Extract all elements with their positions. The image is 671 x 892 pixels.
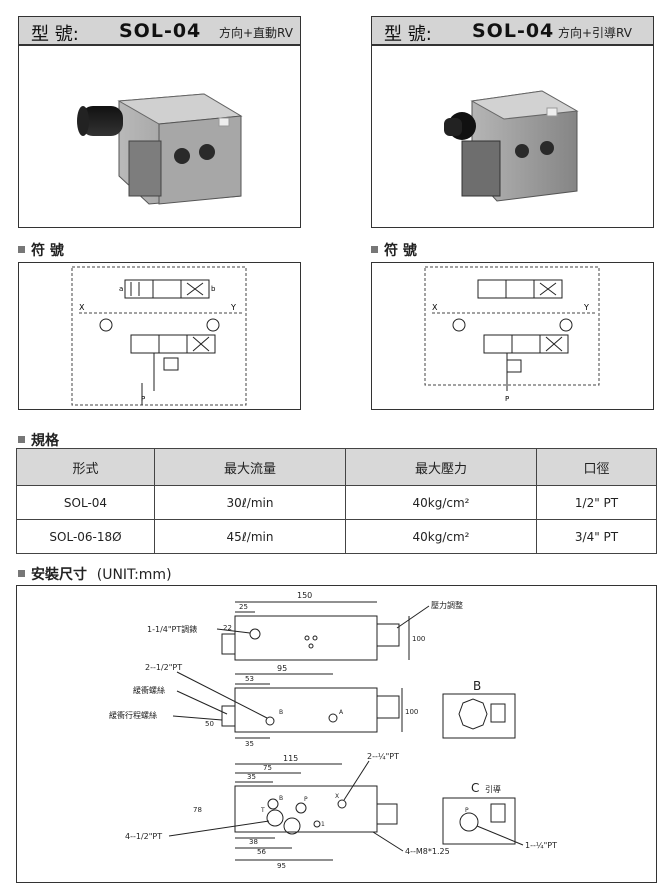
port-2-quarter-label: 2--¼"PT	[367, 752, 399, 761]
port-2-half-label: 2--1/2"PT	[145, 663, 182, 672]
port-p-label: P	[465, 807, 469, 814]
port-p-label: P	[505, 395, 509, 403]
bullet-square-icon	[18, 570, 25, 577]
cell-max-flow: 45ℓ/min	[154, 519, 346, 554]
dimension-drawing: 150 25 22 100 1-1/4"PT調錶 壓力調整 B A 95 53 …	[16, 585, 657, 883]
heading-text: 符 號	[31, 243, 64, 259]
port-x-label: X	[335, 793, 339, 800]
bullet-square-icon	[18, 436, 25, 443]
port-b-label: B	[279, 795, 283, 802]
dim-56: 56	[257, 848, 266, 856]
port-p-label: P	[304, 796, 308, 803]
dim-100-front: 100	[405, 708, 418, 716]
bullet-square-icon	[371, 246, 378, 253]
pressure-adjust-label: 壓力調整	[431, 600, 463, 610]
valve-photo-illustration	[77, 93, 243, 205]
bolt-spec-label: 4--M8*1.25	[405, 847, 450, 856]
hydraulic-circuit-diagram: a b X Y P	[71, 266, 247, 406]
view-c-label: C	[471, 781, 479, 795]
port-4-half-label: 4--1/2"PT	[125, 832, 162, 841]
unit-label: (UNIT:mm)	[96, 567, 172, 583]
type-label: 型 號:	[31, 24, 79, 45]
hydraulic-circuit-diagram: X Y P	[424, 266, 600, 403]
dim-25: 25	[239, 603, 248, 611]
dim-53: 53	[245, 675, 254, 683]
dim-35: 35	[245, 740, 254, 748]
port-b-label: B	[279, 709, 283, 716]
dim-95: 95	[277, 664, 287, 673]
dim-50: 50	[205, 720, 214, 728]
dim-38: 38	[249, 838, 258, 846]
port-x-label: X	[432, 303, 438, 312]
model-description: 方向+引導RV	[558, 26, 632, 40]
port-y-label: Y	[230, 303, 236, 312]
dimension-drawing-svg: 150 25 22 100 1-1/4"PT調錶 壓力調整 B A 95 53 …	[109, 591, 557, 870]
table-row: SOL-04 30ℓ/min 40kg/cm² 1/2" PT	[16, 485, 657, 520]
col-header-port-size: 口徑	[536, 448, 657, 486]
col-header-max-pressure: 最大壓力	[345, 448, 537, 486]
port-gauge-label: 1-1/4"PT調錶	[147, 624, 197, 634]
port-1-label: 1	[321, 821, 325, 828]
cell-max-pressure: 40kg/cm²	[345, 485, 537, 520]
cell-model: SOL-04	[16, 485, 155, 520]
cell-port-size: 1/2" PT	[536, 485, 657, 520]
valve-photo-illustration	[444, 90, 579, 202]
port-1-quarter-label: 1--¼"PT	[525, 841, 557, 850]
model-number: SOL-04	[119, 20, 202, 42]
buffer-screw-label: 緩衝螺絲	[133, 685, 165, 695]
hydraulic-symbol-left: a b X Y P	[18, 262, 301, 410]
pilot-label: 引導	[485, 784, 501, 794]
hydraulic-symbol-right: X Y P	[371, 262, 654, 410]
col-header-max-flow: 最大流量	[154, 448, 346, 486]
symbol-heading-left: 符 號	[18, 240, 64, 260]
heading-text: 規格	[31, 433, 59, 449]
port-b-label: b	[211, 285, 216, 293]
model-header-left: 型 號: SOL-04 方向+直動RV	[18, 16, 301, 45]
table-header-row: 形式 最大流量 最大壓力 口徑	[16, 448, 657, 486]
dim-75: 75	[263, 764, 272, 772]
dim-115: 115	[283, 754, 298, 763]
cell-max-pressure: 40kg/cm²	[345, 519, 537, 554]
port-a-label: A	[339, 709, 344, 716]
install-heading: 安裝尺寸 (UNIT:mm)	[18, 564, 172, 584]
port-y-label: Y	[583, 303, 589, 312]
product-photo-right	[371, 45, 654, 228]
dim-150: 150	[297, 591, 312, 600]
cell-max-flow: 30ℓ/min	[154, 485, 346, 520]
port-t-label: T	[260, 807, 265, 814]
cell-model: SOL-06-18Ø	[16, 519, 155, 554]
port-p-label: P	[141, 395, 145, 403]
col-header-model: 形式	[16, 448, 155, 486]
symbol-heading-right: 符 號	[371, 240, 417, 260]
dim-100: 100	[412, 635, 425, 643]
cell-port-size: 3/4" PT	[536, 519, 657, 554]
view-b-label: B	[473, 679, 481, 693]
dim-78: 78	[193, 806, 202, 814]
port-x-label: X	[79, 303, 85, 312]
dim-35-bottom: 35	[247, 773, 256, 781]
type-label: 型 號:	[384, 24, 432, 45]
spec-table: 形式 最大流量 最大壓力 口徑 SOL-04 30ℓ/min 40kg/cm² …	[16, 448, 657, 554]
buffer-stroke-label: 緩衝行程螺絲	[109, 710, 157, 720]
model-number: SOL-04	[472, 20, 555, 42]
spec-heading: 規格	[18, 430, 59, 450]
heading-text: 符 號	[384, 243, 417, 259]
dim-95-bottom: 95	[277, 862, 286, 870]
model-description: 方向+直動RV	[219, 26, 293, 40]
bullet-square-icon	[18, 246, 25, 253]
port-a-label: a	[119, 285, 123, 293]
dim-22: 22	[223, 624, 232, 632]
model-header-right: 型 號: SOL-04 方向+引導RV	[371, 16, 654, 45]
heading-text: 安裝尺寸	[31, 567, 87, 583]
table-row: SOL-06-18Ø 45ℓ/min 40kg/cm² 3/4" PT	[16, 519, 657, 554]
product-photo-left	[18, 45, 301, 228]
